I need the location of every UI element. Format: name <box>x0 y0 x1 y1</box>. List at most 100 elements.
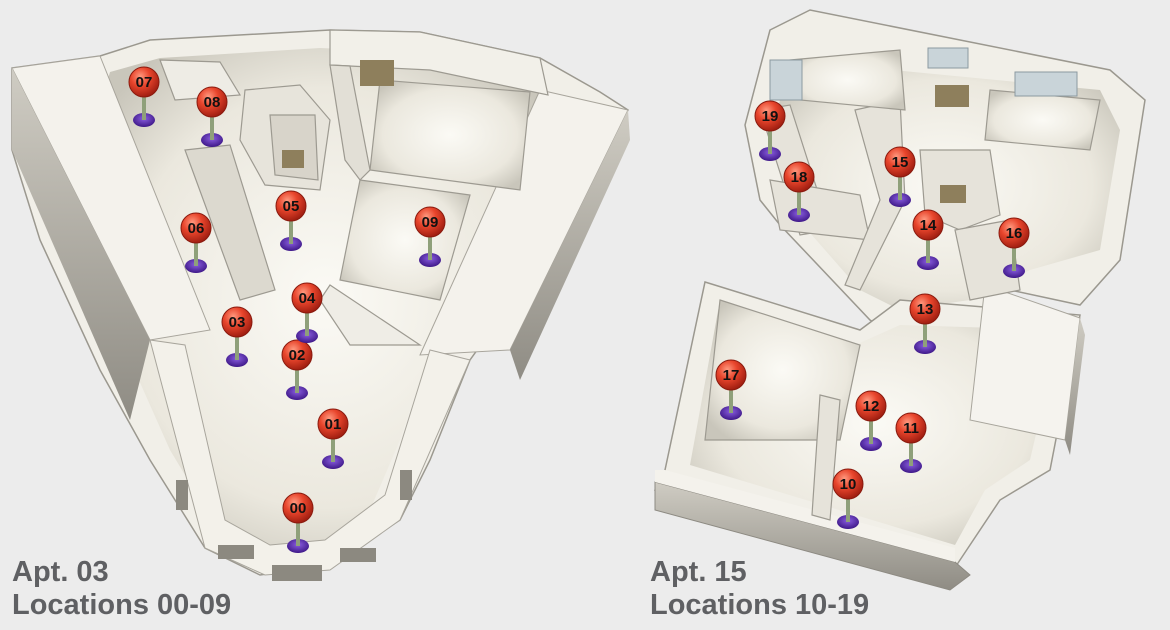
location-pin-09: 09 <box>414 206 446 267</box>
pin-stem <box>210 114 214 140</box>
pin-stem <box>305 310 309 336</box>
pin-stem <box>1012 245 1016 271</box>
pin-stem <box>797 189 801 215</box>
pin-head <box>221 306 253 338</box>
location-pin-12: 12 <box>855 390 887 451</box>
pin-head <box>275 190 307 222</box>
pin-stem <box>295 367 299 393</box>
pin-label: 09 <box>422 214 439 231</box>
location-pin-16: 16 <box>998 217 1030 278</box>
pin-label: 10 <box>840 476 857 493</box>
pin-label: 15 <box>892 154 909 171</box>
location-pin-19: 19 <box>754 100 786 161</box>
location-pin-15: 15 <box>884 146 916 207</box>
apt-15-locations-range: Locations 10-19 <box>650 589 870 621</box>
pin-head <box>855 390 887 422</box>
pin-stem <box>331 436 335 462</box>
pin-stem <box>846 496 850 522</box>
location-pin-05: 05 <box>275 190 307 251</box>
pin-stem <box>289 218 293 244</box>
pin-label: 12 <box>863 398 880 415</box>
location-pin-07: 07 <box>128 66 160 127</box>
pin-head <box>291 282 323 314</box>
apt-03-left-wall-side <box>12 68 150 420</box>
apt-03-bottom-wall <box>149 339 471 576</box>
pin-stem <box>909 440 913 466</box>
apt-15-bottom-wall <box>654 481 971 591</box>
location-pin-13: 13 <box>909 293 941 354</box>
apt-03-title: Apt. 03 <box>12 556 109 588</box>
location-pins: 00 01 02 03 04 05 06 07 08 09 10 11 12 13 14 15 16 17 18 19 <box>128 66 1030 553</box>
pin-label: 05 <box>283 198 300 215</box>
pin-label: 13 <box>917 301 934 318</box>
pin-head <box>414 206 446 238</box>
pin-head <box>128 66 160 98</box>
pin-label: 00 <box>290 500 307 517</box>
location-pin-00: 00 <box>282 492 314 553</box>
apt-15-furniture <box>769 47 1078 203</box>
location-pin-17: 17 <box>715 359 747 420</box>
apt-15-caption: Apt. 15 Locations 10-19 <box>650 556 869 622</box>
pin-label: 08 <box>204 94 221 111</box>
apt-03-caption: Apt. 03 Locations 00-09 <box>12 556 231 622</box>
pin-head <box>912 209 944 241</box>
pin-stem <box>729 387 733 413</box>
pin-head <box>884 146 916 178</box>
pin-head <box>754 100 786 132</box>
pin-stem <box>235 334 239 360</box>
pin-stem <box>923 321 927 347</box>
pin-head <box>317 408 349 440</box>
pin-stem <box>898 174 902 200</box>
apt-15-right-block <box>969 284 1081 441</box>
location-pin-01: 01 <box>317 408 349 469</box>
location-pin-04: 04 <box>291 282 323 343</box>
pin-head <box>715 359 747 391</box>
apt-03-left-wall <box>11 55 211 341</box>
pin-label: 02 <box>289 347 306 364</box>
pin-label: 14 <box>920 217 937 234</box>
pin-label: 04 <box>299 290 316 307</box>
apartment-03-plan <box>11 29 630 581</box>
apt-03-windows <box>176 470 412 581</box>
pin-stem <box>768 128 772 154</box>
pin-label: 07 <box>136 74 153 91</box>
apt-03-right-wall-side <box>510 110 630 380</box>
apt-03-locations-range: Locations 00-09 <box>12 589 232 621</box>
location-pin-18: 18 <box>783 161 815 222</box>
location-pin-10: 10 <box>832 468 864 529</box>
pin-label: 19 <box>762 108 779 125</box>
pin-stem <box>869 418 873 444</box>
pin-label: 01 <box>325 416 342 433</box>
apt-03-furniture <box>282 60 394 168</box>
pin-stem <box>194 240 198 266</box>
pin-head <box>282 492 314 524</box>
pin-head <box>909 293 941 325</box>
pin-stem <box>296 520 300 546</box>
apt-15-rooms <box>704 49 1101 521</box>
pin-label: 18 <box>791 169 808 186</box>
pin-head <box>281 339 313 371</box>
pin-head <box>998 217 1030 249</box>
pin-stem <box>428 234 432 260</box>
location-pin-06: 06 <box>180 212 212 273</box>
pin-stem <box>142 94 146 120</box>
pin-label: 06 <box>188 220 205 237</box>
pin-head <box>180 212 212 244</box>
pin-label: 16 <box>1006 225 1023 242</box>
pin-head <box>783 161 815 193</box>
pin-label: 17 <box>723 367 740 384</box>
pin-label: 03 <box>229 314 246 331</box>
pin-label: 11 <box>903 420 919 437</box>
location-pin-14: 14 <box>912 209 944 270</box>
pin-head <box>832 468 864 500</box>
location-pin-08: 08 <box>196 86 228 147</box>
location-pin-03: 03 <box>221 306 253 367</box>
pin-head <box>895 412 927 444</box>
location-pin-11: 11 <box>895 412 927 473</box>
pin-head <box>196 86 228 118</box>
apt-15-title: Apt. 15 <box>650 556 747 588</box>
location-pin-02: 02 <box>281 339 313 400</box>
pin-stem <box>926 237 930 263</box>
apartment-15-plan <box>653 9 1146 591</box>
